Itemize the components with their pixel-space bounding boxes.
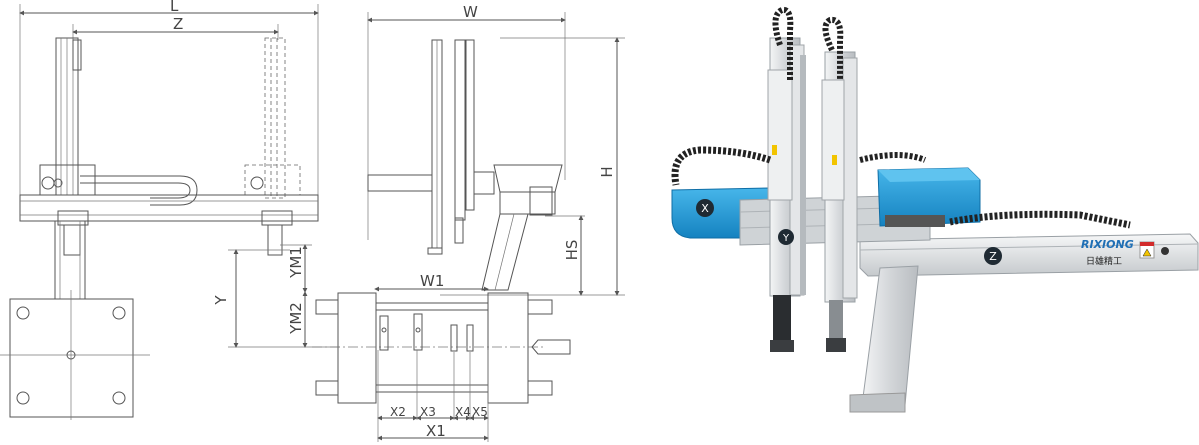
dim-H-label: H — [598, 166, 616, 177]
z-axis-badge-icon — [984, 247, 1002, 265]
dim-L-label: L — [170, 0, 179, 15]
dim-W1-label: W1 — [420, 272, 444, 290]
brand-logo-text: RIXIONG — [1081, 238, 1134, 251]
side-view: W H HS — [367, 3, 625, 296]
dim-YM1-label: YM1 — [287, 246, 305, 279]
x-axis-badge-label: X — [701, 202, 709, 215]
dim-X1-label: X1 — [426, 422, 446, 440]
dim-X3-label: X3 — [420, 405, 436, 419]
y-axis-badge-label: Y — [782, 233, 790, 244]
dim-YM2-label: YM2 — [287, 302, 305, 335]
dim-Z-label: Z — [173, 15, 183, 33]
front-view: L Z — [0, 0, 319, 420]
dim-Y-label: Y — [212, 295, 230, 306]
robot-arm-illustration: X Y Z RIXIONG — [671, 6, 1199, 413]
y-axis-badge-icon — [778, 229, 794, 245]
brand-chinese-text: 日雄精工 — [1086, 255, 1122, 267]
dim-X5-label: X5 — [472, 405, 488, 419]
warning-icon — [1142, 248, 1152, 257]
dim-X2-label: X2 — [390, 405, 406, 419]
top-view: Y YM1 YM2 W1 — [212, 244, 571, 442]
dim-X4-label: X4 — [455, 405, 471, 419]
dim-W-label: W — [463, 3, 478, 21]
x-axis-badge-icon — [696, 199, 714, 217]
z-axis-badge-label: Z — [989, 250, 997, 263]
dim-HS-label: HS — [563, 240, 581, 261]
